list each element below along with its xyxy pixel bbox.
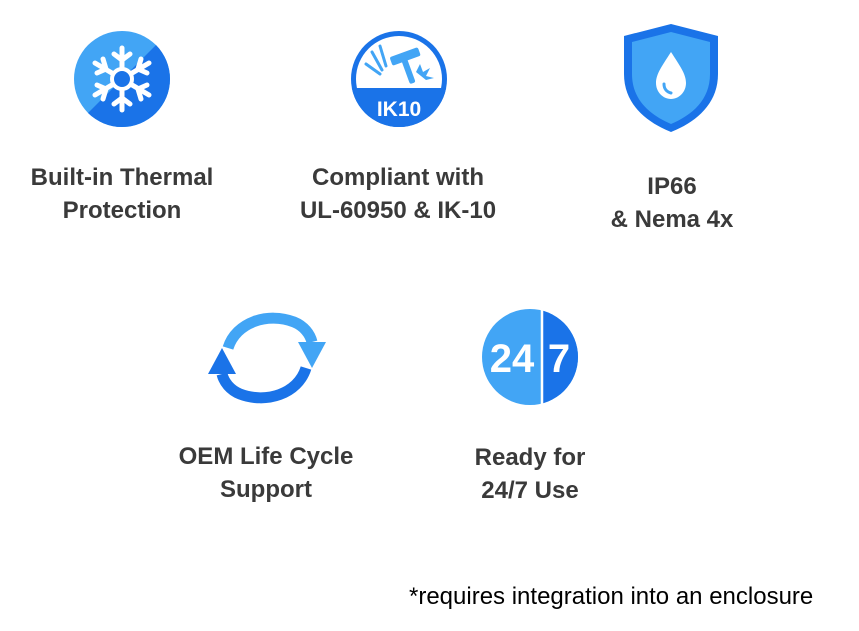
feature-thermal-label: Built-in Thermal Protection — [30, 164, 214, 224]
clock-247-left-text: 24 — [490, 337, 535, 381]
life-cycle-arrows-icon — [208, 312, 326, 404]
ik10-badge-text: IK10 — [377, 98, 421, 121]
feature-life-cycle-label: OEM Life Cycle Support — [178, 443, 354, 503]
feature-24-7-label: Ready for 24/7 Use — [474, 444, 586, 504]
feature-compliance-label: Compliant with UL-60950 & IK-10 — [299, 164, 497, 224]
water-drop-shield-icon — [624, 24, 718, 132]
feature-ip66-label: IP66 & Nema 4x — [610, 173, 734, 233]
ik10-impact-icon: IK10 — [351, 31, 447, 127]
thermal-snowflake-icon — [74, 31, 170, 127]
clock-247-icon: 24 7 — [482, 309, 578, 405]
clock-247-right-text: 7 — [548, 337, 570, 381]
footnote: *requires integration into an enclosure — [409, 583, 814, 610]
